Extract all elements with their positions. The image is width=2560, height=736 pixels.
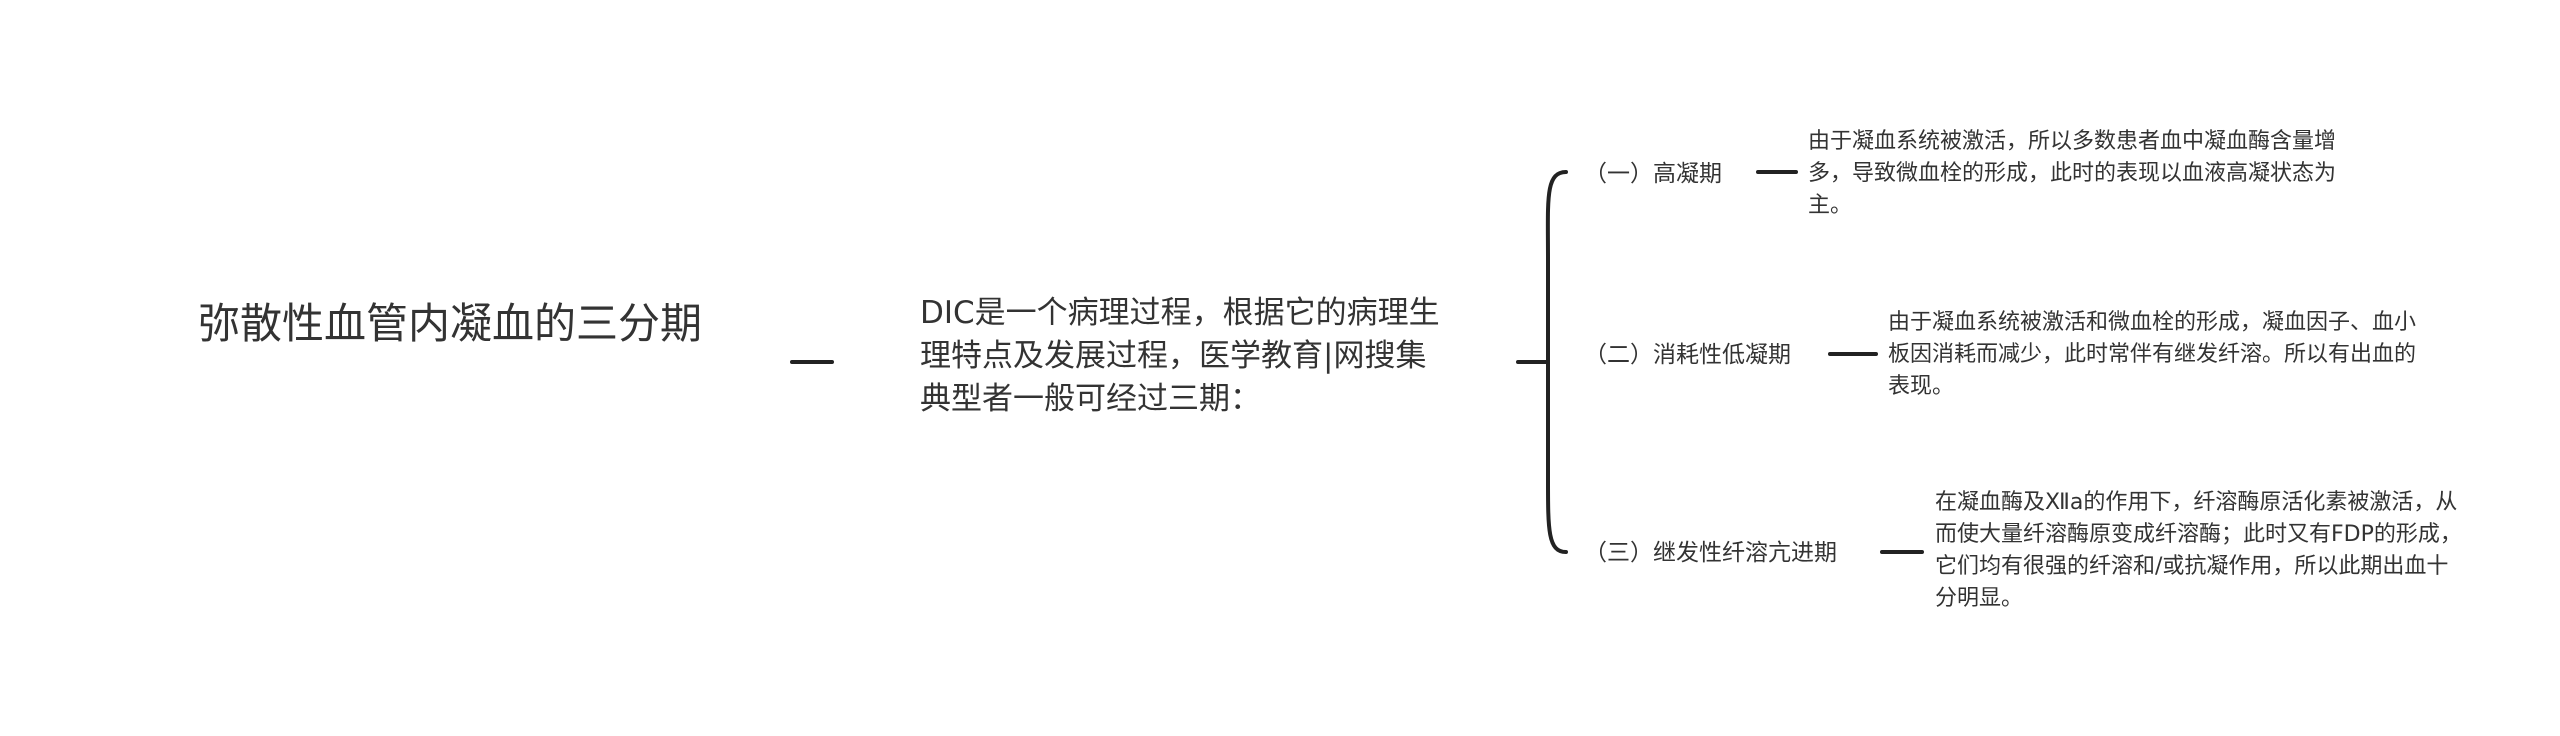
stage-2-label: （二）消耗性低凝期 bbox=[1584, 342, 1791, 368]
root-node-title: 弥散性血管内凝血的三分期 bbox=[197, 299, 702, 348]
stage-1-label: （一）高凝期 bbox=[1584, 161, 1722, 187]
branch-bracket bbox=[1545, 170, 1568, 554]
intro-node-text: DIC是一个病理过程，根据它的病理生理特点及发展过程，医学教育|网搜集典型者一般… bbox=[920, 295, 1440, 417]
stage-2-detail: 由于凝血系统被激活和微血栓的形成，凝血因子、血小板因消耗而减少，此时常伴有继发纤… bbox=[1888, 310, 2417, 399]
stage-3-detail: 在凝血酶及Ⅻa的作用下，纤溶酶原活化素被激活，从而使大量纤溶酶原变成纤溶酶；此时… bbox=[1935, 490, 2462, 611]
stage-1-detail: 由于凝血系统被激活，所以多数患者血中凝血酶含量增多，导致微血栓的形成，此时的表现… bbox=[1808, 129, 2337, 218]
stage-3-label: （三）继发性纤溶亢进期 bbox=[1584, 540, 1837, 566]
